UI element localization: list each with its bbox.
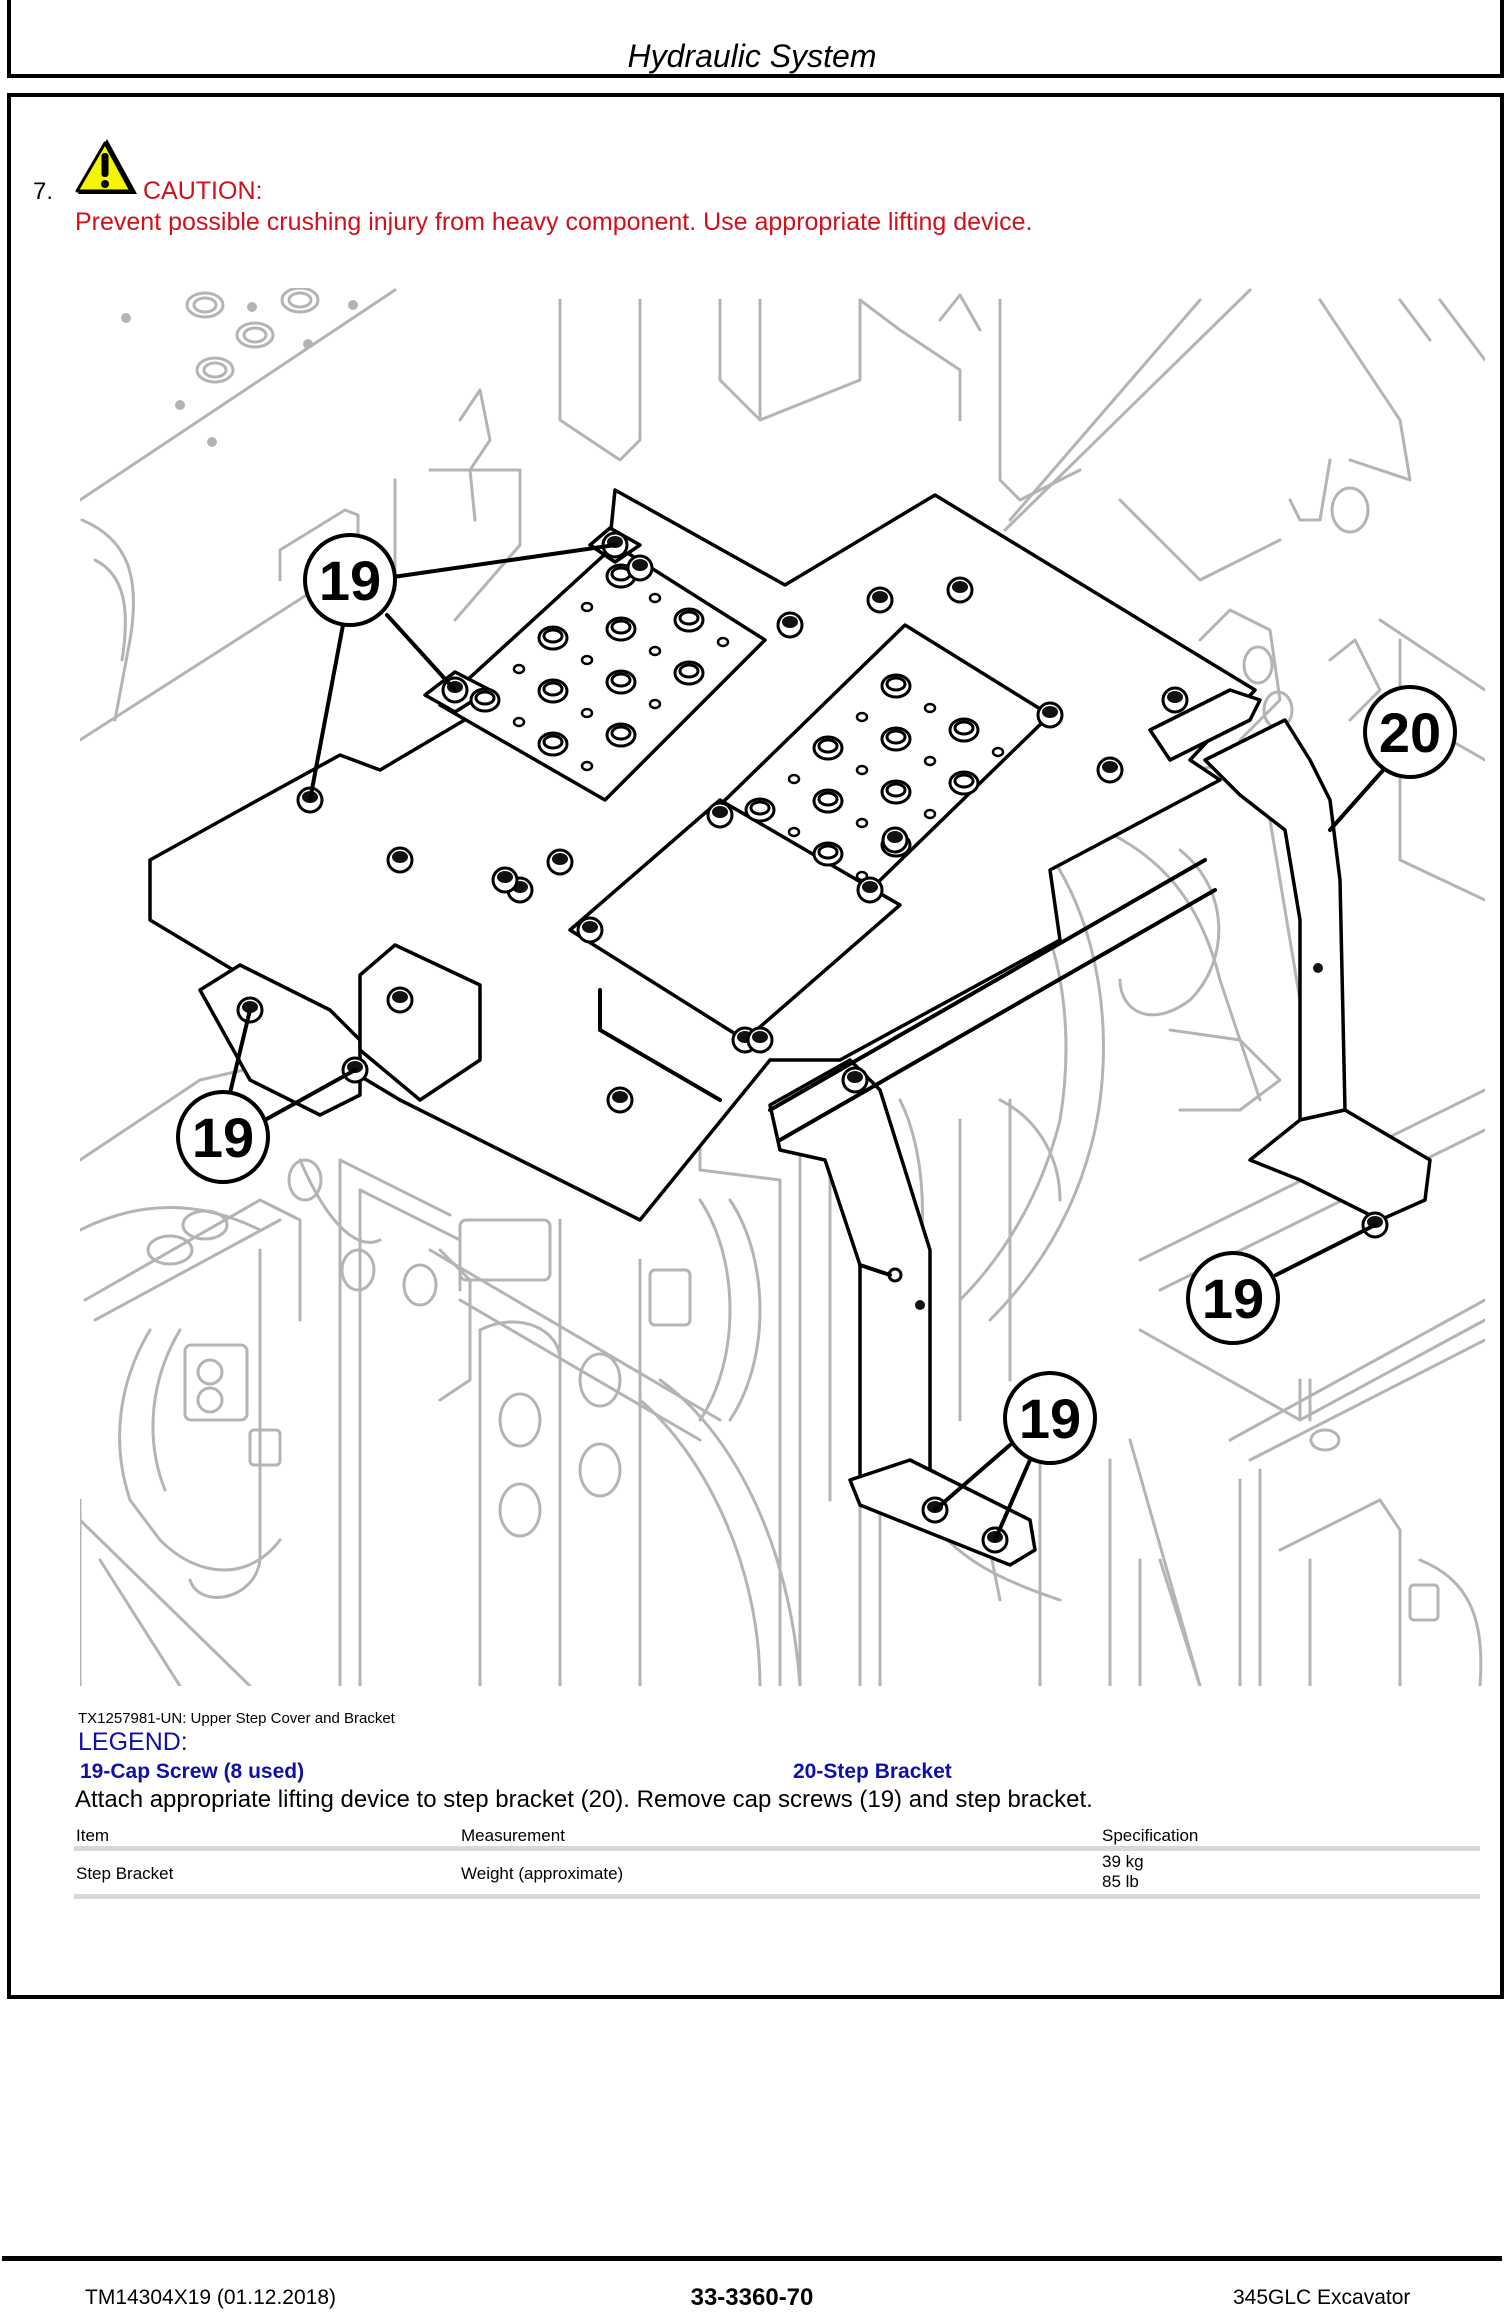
cap-screw-hex — [862, 881, 878, 893]
perforation-hole-inner — [542, 681, 564, 697]
perforation-hole — [787, 826, 801, 838]
callout-20: 20 — [1363, 685, 1457, 779]
perforation-hole — [580, 601, 594, 613]
perforation-hole — [991, 746, 1005, 758]
perforation-hole-inner — [817, 738, 839, 754]
perforation-hole-inner — [953, 773, 975, 789]
footer-divider — [2, 2256, 1502, 2261]
footer-model: 345GLC Excavator — [1233, 2286, 1411, 2309]
cap-screw-hex — [712, 806, 728, 818]
cap-screw-hex — [582, 921, 598, 933]
perforation-hole-inner — [678, 610, 700, 626]
spec-table: Item Measurement Specification Step Brac… — [74, 1824, 1480, 1899]
callouts: 19 19 19 19 — [176, 533, 1457, 1542]
legend-item-cap-screw: 19-Cap Screw (8 used) — [80, 1760, 305, 1783]
background-machinery — [80, 288, 1485, 1686]
perforation-hole — [648, 698, 662, 710]
perforation-hole — [648, 592, 662, 604]
header-box — [7, 0, 1504, 78]
cap-screw-hex — [1167, 691, 1183, 703]
perforation-hole — [855, 817, 869, 829]
perforation-hole — [580, 654, 594, 666]
header-item: Item — [76, 1826, 110, 1845]
perforation-hole-inner — [542, 628, 564, 644]
callout-19-right: 19 — [1186, 1251, 1280, 1345]
perforation-hole — [787, 773, 801, 785]
svg-text:19: 19 — [1019, 1387, 1081, 1450]
legend-title: LEGEND: — [78, 1728, 188, 1756]
callout-19-left: 19 — [176, 1090, 270, 1184]
perforation-hole-inner — [542, 734, 564, 750]
instruction-text: Attach appropriate lifting device to ste… — [75, 1786, 1093, 1813]
callout-19-top: 19 — [303, 533, 397, 627]
header-specification: Specification — [1102, 1826, 1199, 1845]
perforation-hole-inner — [885, 782, 907, 798]
footer-manual-id: TM14304X19 (01.12.2018) — [85, 2286, 337, 2309]
perforation-hole — [716, 636, 730, 648]
svg-text:19: 19 — [192, 1106, 254, 1169]
cell-specification: 39 kg 85 lb — [1102, 1852, 1144, 1892]
step-bracket — [768, 718, 1432, 1567]
svg-text:20: 20 — [1379, 701, 1441, 764]
figure-caption: TX1257981-UN: Upper Step Cover and Brack… — [78, 1710, 395, 1727]
caution-label: CAUTION: — [143, 177, 263, 205]
cap-screw-hex — [887, 831, 903, 843]
perforation-hole — [512, 663, 526, 675]
cap-screw-hex — [872, 591, 888, 603]
cap-screw-hex — [632, 559, 648, 571]
legend-item-step-bracket: 20-Step Bracket — [793, 1760, 952, 1783]
svg-text:19: 19 — [319, 549, 381, 612]
cell-measurement: Weight (approximate) — [461, 1864, 624, 1883]
spec-metric: 39 kg — [1102, 1852, 1144, 1871]
table-row: Step Bracket Weight (approximate) 39 kg … — [74, 1851, 1480, 1899]
cap-screw-hex — [242, 1001, 258, 1013]
page-title: Hydraulic System — [627, 38, 877, 74]
perforation-hole — [512, 716, 526, 728]
cell-item: Step Bracket — [76, 1864, 174, 1883]
cap-screw-hex — [612, 1091, 628, 1103]
perforation-hole-inner — [610, 619, 632, 635]
cap-screw-hex — [1042, 706, 1058, 718]
perforation-hole-inner — [817, 791, 839, 807]
callout-19-bottom: 19 — [1003, 1371, 1097, 1465]
cap-screw-hex — [392, 851, 408, 863]
perforation-hole — [855, 764, 869, 776]
step-bracket-illustration: 19 19 19 19 — [80, 288, 1485, 1686]
perforation-hole-inner — [610, 672, 632, 688]
content-frame — [7, 93, 1504, 1999]
warning-triangle-icon — [75, 139, 137, 194]
perforation-hole-inner — [885, 729, 907, 745]
cap-screw-hex — [782, 616, 798, 628]
perforations — [469, 563, 1005, 882]
step-number: 7. — [33, 178, 54, 205]
perforation-hole — [923, 702, 937, 714]
footer-page-number: 33-3360-70 — [690, 2284, 814, 2311]
spec-imperial: 85 lb — [1102, 1872, 1139, 1891]
perforation-hole-inner — [678, 663, 700, 679]
cap-screws — [236, 531, 1389, 1554]
cap-screw-hex — [552, 853, 568, 865]
cap-screw-hex — [1102, 761, 1118, 773]
spec-table-header: Item Measurement Specification — [74, 1824, 1480, 1851]
caution-message: Prevent possible crushing injury from he… — [75, 208, 1033, 236]
perforation-hole-inner — [817, 844, 839, 860]
perforation-hole-inner — [953, 720, 975, 736]
perforation-hole-inner — [749, 800, 771, 816]
perforation-hole — [855, 711, 869, 723]
cap-screw-hex — [392, 991, 408, 1003]
header-measurement: Measurement — [461, 1826, 565, 1845]
cap-screw-hex — [952, 581, 968, 593]
perforation-hole-inner — [474, 690, 496, 706]
perforation-hole — [923, 755, 937, 767]
perforation-hole-inner — [885, 676, 907, 692]
perforation-hole — [580, 707, 594, 719]
svg-text:19: 19 — [1202, 1267, 1264, 1330]
perforation-hole — [923, 808, 937, 820]
perforation-hole — [580, 760, 594, 772]
cap-screw-hex — [847, 1071, 863, 1083]
cap-screw-hex — [752, 1031, 768, 1043]
perforation-hole-inner — [610, 725, 632, 741]
cap-screw-hex — [497, 871, 513, 883]
perforation-hole — [648, 645, 662, 657]
